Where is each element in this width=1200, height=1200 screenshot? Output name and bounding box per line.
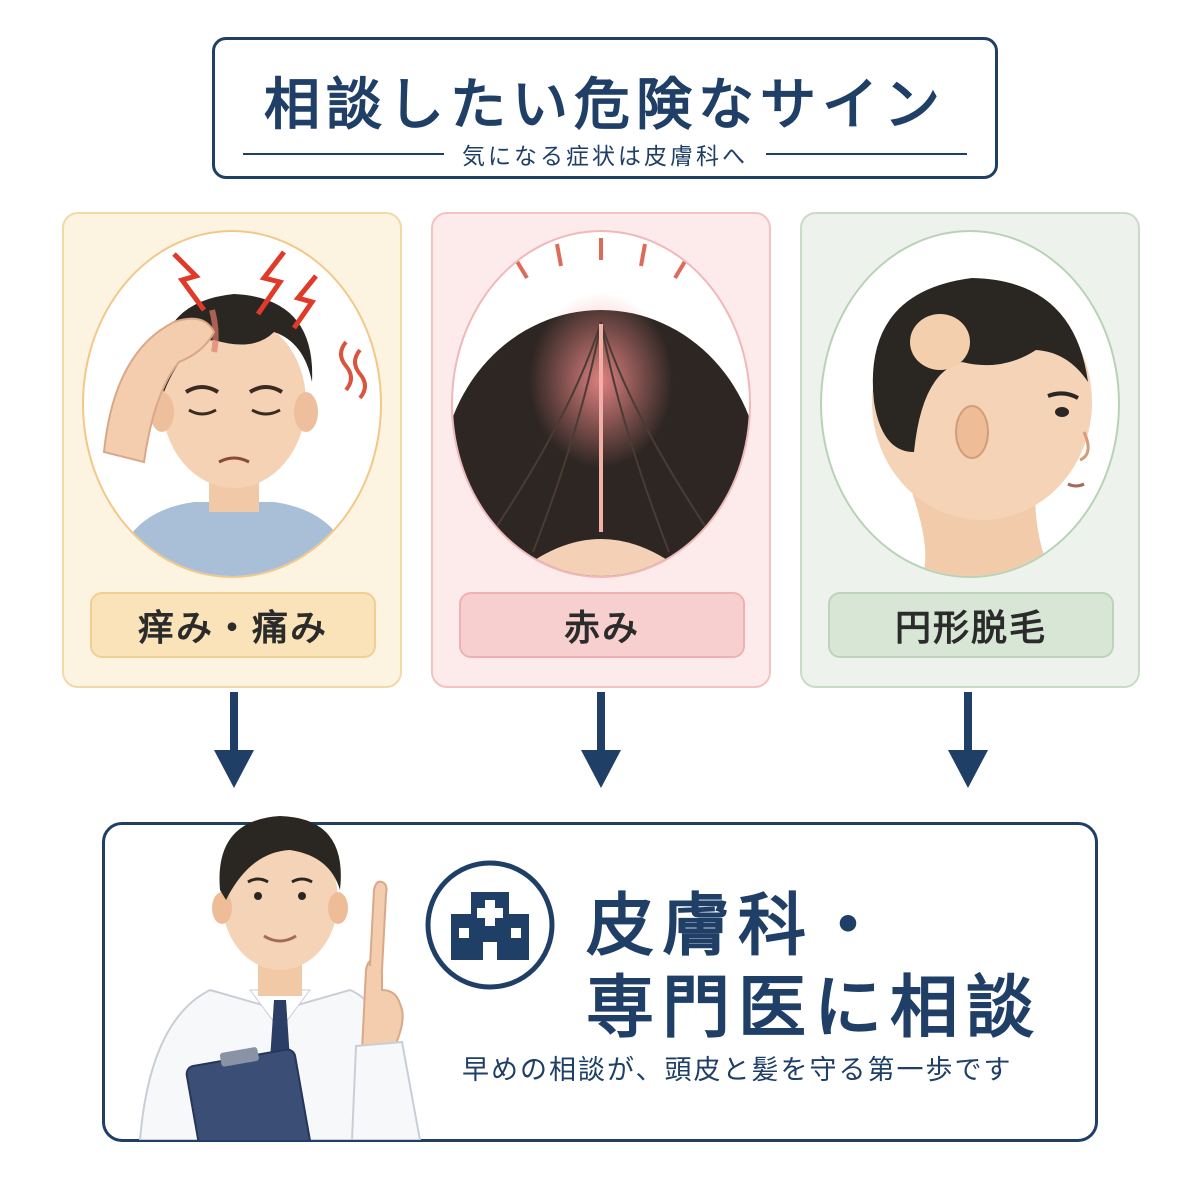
doctor-illustration [138, 816, 422, 1140]
symptom-card-itch-pain: 痒み・痛み [62, 212, 402, 688]
symptom-label-itch-pain: 痒み・痛み [90, 592, 376, 658]
itchy-scalp-illustration [82, 230, 382, 578]
symptom-card-alopecia: 円形脱毛 [800, 212, 1140, 688]
arrow-down-icon [948, 692, 988, 788]
arrow-down-icon [581, 692, 621, 788]
subtitle-row: 気になる症状は皮膚科へ [243, 140, 967, 170]
arrow-down-icon [214, 692, 254, 788]
cta-subtext: 早めの相談が、頭皮と髪を守る第一歩です [462, 1055, 1013, 1086]
page-subtitle: 気になる症状は皮膚科へ [462, 144, 748, 170]
symptom-card-redness: 赤み [431, 212, 771, 688]
hospital-icon [425, 860, 555, 990]
red-scalp-illustration [451, 230, 751, 578]
cta-heading-line1: 皮膚科・ [586, 887, 891, 966]
symptom-label-redness: 赤み [459, 592, 745, 658]
page-title: 相談したい危険なサイン [264, 73, 946, 138]
cta-heading-line2: 専門医に相談 [586, 969, 1043, 1048]
alopecia-areata-illustration [820, 230, 1120, 578]
title-box: 相談したい危険なサイン 気になる症状は皮膚科へ [212, 37, 998, 179]
subtitle-divider-left [243, 153, 444, 155]
subtitle-divider-right [766, 153, 967, 155]
symptom-label-alopecia: 円形脱毛 [828, 592, 1114, 658]
